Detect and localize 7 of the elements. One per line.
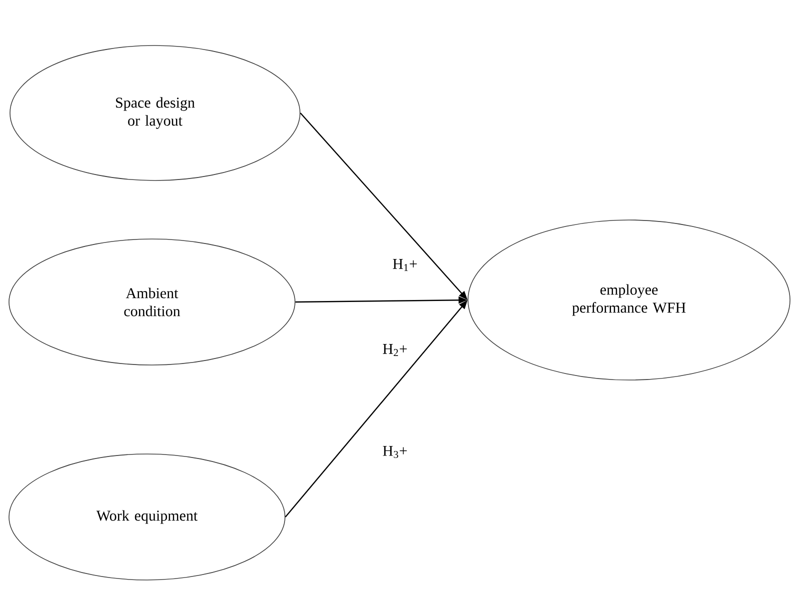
ellipse-node: Ambient condition — [8, 238, 296, 366]
ellipse-node: Space design or layout — [10, 45, 300, 181]
hypothesis-label: H$_{1}$+ — [392, 259, 417, 271]
hypothesis-label: H$_{2}$+ — [382, 344, 407, 356]
hypothesis-label: H$_{3}$+ — [382, 446, 407, 458]
ellipse-node: employee performance WFH — [468, 220, 790, 380]
ellipse-node: Work equipment — [8, 454, 286, 580]
